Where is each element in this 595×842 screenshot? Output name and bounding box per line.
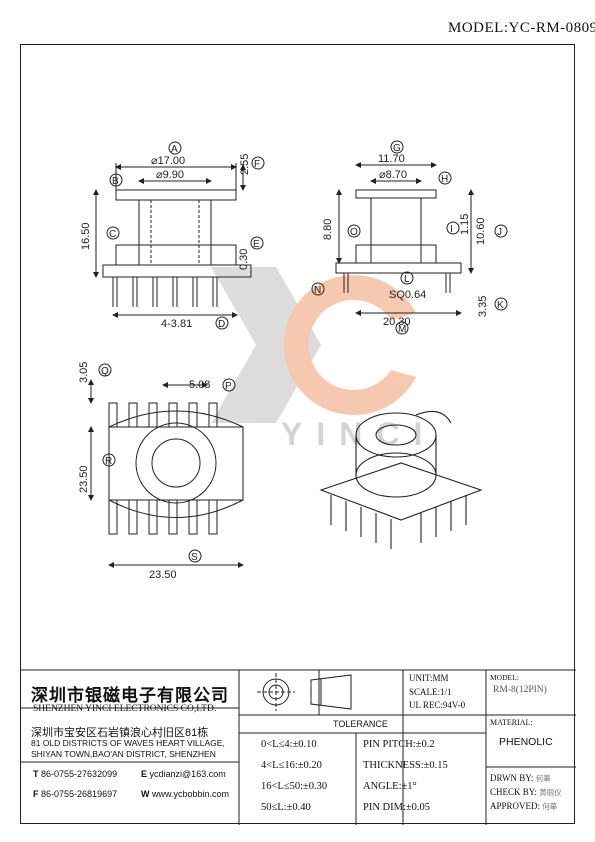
dim-870: ⌀8.70 [379,169,407,181]
model-title-label: MODEL: [448,20,509,36]
dim-letter-a: A [171,144,178,155]
drawing-canvas: YINCI A ⌀17.00 B ⌀9.90 2.55 F [21,140,576,825]
thickness: THICKNESS:±0.15 [363,760,448,771]
scale: SCALE:1/1 [409,687,452,697]
dim-2030: 20.30 [383,316,411,328]
approved-by: APPROVED: 何華 [490,801,557,812]
pin-dim: PIN DIM:±0.05 [363,802,431,813]
check-label: CHECK BY: [490,787,537,797]
dim-305: 3.05 [78,362,90,383]
dim-letter-j: J [497,227,502,238]
tolerance-4: 50≤L:±0.40 [261,802,311,813]
email-key: E [141,769,148,779]
web-value: www.ycbobbin.com [152,789,230,799]
contact-tel: T 86-0755-27632099 [33,769,117,779]
dim-335: 3.35 [477,296,489,317]
model-title-value: YC-RM-0809 [508,20,595,36]
check-by: CHECK BY: 黄丽仪 [490,787,562,798]
company-name-en: SHENZHEN YINCI ELECTRONICS CO,LTD. [33,704,217,714]
isometric-view [319,410,483,549]
isometric-pins [330,495,467,549]
tolerance-1: 0<L≤4:±0.10 [261,739,317,750]
dim-letter-r: R [105,456,112,467]
approved-label: APPROVED: [490,801,541,811]
dim-letter-i: I [450,224,453,235]
model-title: MODEL:YC-RM-0809 [448,20,595,37]
front-view [93,163,252,318]
drawn-by: DRWN BY: 何華 [490,773,551,784]
drawn-label: DRWN BY: [490,773,534,783]
drawing-sheet: YINCI A ⌀17.00 B ⌀9.90 2.55 F [20,44,576,825]
dim-letter-n: N [314,285,321,296]
side-view-labels: G 11.70 ⌀8.70 H 8.80 O I 1.15 10.60 J N … [311,140,508,335]
pin-pitch: PIN PITCH:±0.2 [363,739,435,750]
contact-web: W www.ycbobbin.com [141,789,229,799]
company-name-cn: 深圳市银磁电子有限公司 [31,686,229,705]
model-value: RM-8(12PIN) [493,685,547,695]
material-label: MATERIAL: [490,718,533,727]
dim-508: 5.08 [189,379,210,391]
angle: ANGLE:±1° [363,781,417,792]
check-value: 黄丽仪 [539,788,562,797]
dim-sq064: SQ0.64 [389,289,426,301]
tolerance-title: TOLERANCE [333,719,388,729]
dim-letter-e: E [253,239,260,250]
dim-030: 0.30 [238,249,250,270]
dim-letter-o: O [350,227,358,238]
dim-letter-d: D [218,319,225,330]
dim-1650: 16.50 [80,222,92,250]
dim-letter-h: H [441,174,448,185]
dim-letter-l: L [404,274,410,285]
model-label: MODEL: [490,673,519,682]
fax-key: F [33,789,39,799]
dim-115: 1.15 [459,214,471,235]
tel-value: 86-0755-27632099 [41,769,118,779]
address-cn: 深圳市宝安区石岩镇浪心村旧区81栋 [31,727,209,739]
email-value: ycdianzi@163.com [149,769,226,779]
dim-990: ⌀9.90 [156,169,184,181]
contact-fax: F 86-0755-26819697 [33,789,117,799]
dim-880: 8.80 [322,219,334,240]
drawn-value: 何華 [535,774,551,783]
front-view-labels: A ⌀17.00 B ⌀9.90 2.55 F 16.50 C E 0.30 4… [80,141,265,330]
dim-letter-c: C [109,229,116,240]
dim-17: ⌀17.00 [151,155,185,167]
watermark-text: YINCI [281,416,436,452]
dim-letter-k: K [497,300,504,311]
dim-letter-b: B [112,176,119,187]
ul-rec: UL REC:94V-0 [409,700,466,710]
web-key: W [141,789,150,799]
dim-1060: 10.60 [475,217,487,245]
dim-letter-f: F [254,159,260,170]
address-en-1: 81 OLD DISTRICTS OF WAVES HEART VILLAGE, [31,738,225,748]
material-value: PHENOLIC [499,736,553,748]
front-view-pins [112,277,218,307]
side-view [335,162,474,316]
dim-letter-m: M [398,324,406,335]
dim-letter-p: P [225,381,232,392]
dim-letter-g: G [393,143,401,154]
dim-2350-h: 23.50 [149,569,177,581]
top-view [88,379,244,568]
top-view-labels: 3.05 Q 5.08 P 23.50 R S 23.50 [78,362,236,581]
tel-key: T [33,769,39,779]
unit: UNIT:MM [409,673,449,683]
tolerance-3: 16<L≤50:±0.30 [261,781,328,792]
title-block-frame [21,669,576,825]
tolerance-2: 4<L≤16:±0.20 [261,760,322,771]
dim-letter-s: S [191,552,198,563]
contact-email: E ycdianzi@163.com [141,769,226,779]
fax-value: 86-0755-26819697 [41,789,118,799]
top-view-pins-bottom [108,499,218,535]
top-view-pins-top [108,402,218,428]
dim-pitch: 4-3.81 [161,318,192,330]
dim-2350-v: 23.50 [78,465,90,493]
bobbin-symbol [257,673,352,711]
dim-letter-q: Q [101,366,109,377]
address-en-2: SHIYAN TOWN,BAO'AN DISTRICT, SHENZHEN [31,749,216,759]
dim-1170: 11.70 [378,153,405,165]
dim-255: 2.55 [239,154,251,175]
approved-value: 何華 [542,802,558,811]
